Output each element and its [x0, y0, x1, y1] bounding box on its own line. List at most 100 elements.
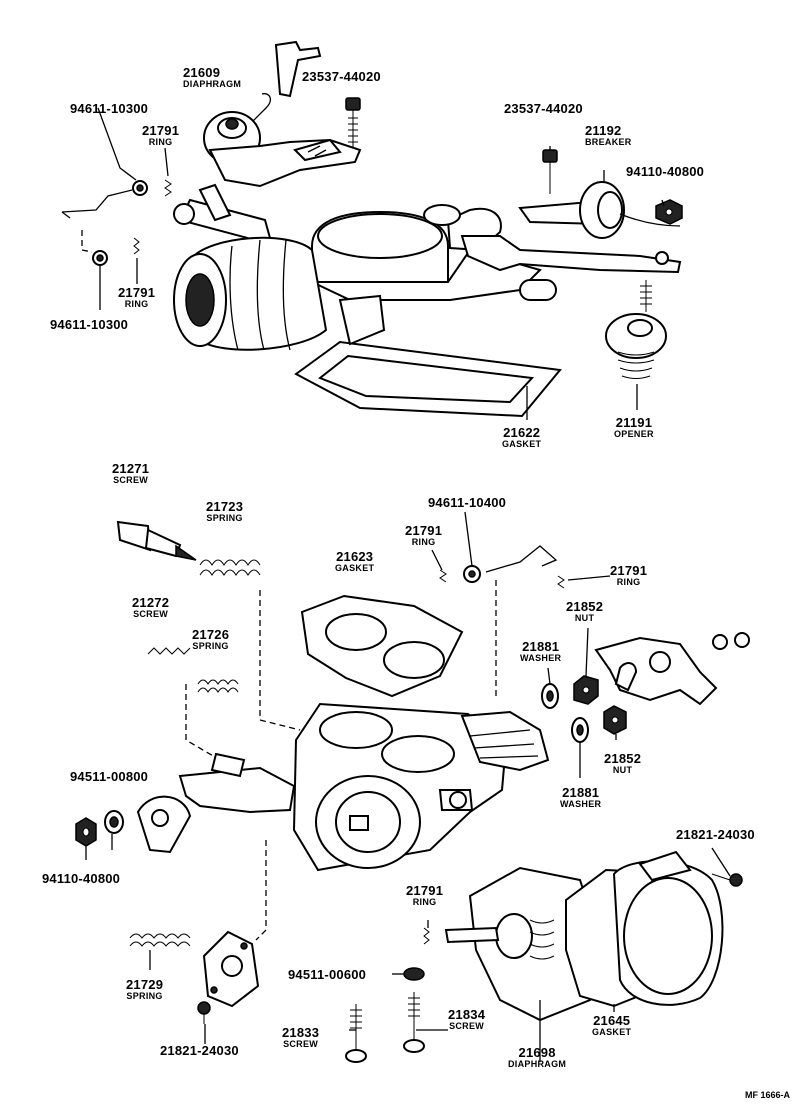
part-name: SCREW	[113, 475, 149, 485]
part-number: 21791	[142, 123, 180, 138]
label-ring-upper: 21791 RING	[142, 124, 179, 147]
label-screw-24030-right: 21821-24030	[676, 828, 755, 841]
part-name: SCREW	[283, 1039, 319, 1049]
bracket-top	[274, 40, 322, 98]
ring-center-part	[439, 569, 447, 583]
part-name: OPENER	[614, 429, 654, 439]
part-number: 21834	[448, 1007, 486, 1022]
part-number: 21645	[593, 1013, 631, 1028]
part-name: RING	[148, 137, 173, 147]
label-nut-40800-left: 94110-40800	[42, 872, 120, 885]
link-rod-left	[61, 189, 133, 219]
breaker-assembly	[460, 181, 682, 274]
part-name: SCREW	[449, 1021, 485, 1031]
label-gasket-21645: 21645 GASKET	[592, 1014, 631, 1037]
label-screw-24030-bottom: 21821-24030	[160, 1044, 239, 1057]
part-number: 21272	[132, 595, 170, 610]
throttle-body	[292, 702, 550, 872]
gasket-21623-part	[300, 594, 464, 698]
washer-upper-left	[132, 180, 148, 196]
label-washer-left-mid: 94611-10300	[50, 318, 128, 331]
part-name: RING	[616, 577, 641, 587]
screw-21834-part	[403, 992, 425, 1053]
part-name: WASHER	[520, 653, 562, 663]
label-washer-21881-top: 21881 WASHER	[520, 640, 561, 663]
spring-21723-part	[199, 559, 261, 576]
part-number: 21791	[118, 285, 156, 300]
screw-21833-part	[345, 1004, 367, 1063]
label-nut-21852-bottom: 21852 NUT	[604, 752, 641, 775]
cover-plate-lower-left	[202, 930, 260, 1008]
part-number: 21191	[615, 415, 653, 430]
nut-21852-top-part	[573, 675, 599, 705]
washer-00600-part	[403, 967, 425, 981]
carburetor-body-upper	[311, 204, 557, 301]
part-number: 21791	[405, 523, 443, 538]
part-number: 94110-40800	[626, 164, 705, 179]
part-name: SPRING	[126, 991, 163, 1001]
part-number: 21791	[610, 563, 648, 578]
label-diaphragm-lower: 21698 DIAPHRAGM	[508, 1046, 566, 1069]
screw-21271-part	[116, 520, 197, 561]
leader-dash-screw	[185, 684, 221, 761]
part-number: 21833	[282, 1025, 320, 1040]
part-name: NUT	[574, 613, 595, 623]
label-ring-right: 21791 RING	[610, 564, 647, 587]
part-number: 21698	[518, 1045, 556, 1060]
label-bolt-upper-right: 23537-44020	[504, 102, 583, 115]
part-number: 94511-00600	[288, 967, 367, 982]
leader-dash-lower	[255, 840, 267, 941]
gasket-upper-part	[294, 294, 562, 418]
ring-lower-part	[423, 927, 430, 945]
screw-21272-part	[147, 647, 191, 655]
part-number: 21729	[126, 977, 164, 992]
part-number: 94611-10300	[50, 317, 129, 332]
washer-00800-part	[104, 810, 124, 834]
part-number: 21852	[604, 751, 642, 766]
label-ring-left-mid: 21791 RING	[118, 286, 155, 309]
part-number: 21623	[336, 549, 374, 564]
label-gasket-upper: 21622 GASKET	[502, 426, 541, 449]
nut-upper-right	[655, 199, 683, 225]
part-name: GASKET	[502, 439, 542, 449]
label-gasket-21623: 21623 GASKET	[335, 550, 374, 573]
throttle-lever-right	[594, 632, 750, 706]
screw-24030-bottom-part	[197, 1001, 211, 1024]
washer-left-mid-part	[92, 250, 108, 266]
washer-10400-part	[463, 565, 481, 583]
label-screw-21272: 21272 SCREW	[132, 596, 169, 619]
part-number: 21192	[585, 123, 622, 138]
label-washer-21881-bottom: 21881 WASHER	[560, 786, 601, 809]
nut-21852-bottom-part	[603, 705, 627, 735]
opener	[605, 280, 667, 379]
spring-21726-part	[197, 679, 239, 693]
label-ring-lower: 21791 RING	[406, 884, 443, 907]
part-number: 21881	[522, 639, 560, 654]
part-number: 94611-10400	[428, 495, 507, 510]
leader-dash-upper-left	[81, 230, 93, 253]
link-lever-upper-left	[173, 183, 272, 242]
part-number: 23537-44020	[504, 101, 583, 116]
part-number: 94511-00800	[70, 769, 149, 784]
part-number: 21723	[206, 499, 244, 514]
part-number: 21881	[562, 785, 600, 800]
label-breaker: 21192 BREAKER	[585, 124, 632, 147]
label-spring-21729: 21729 SPRING	[126, 978, 163, 1001]
washer-21881-top-part	[541, 683, 559, 709]
label-screw-21834: 21834 SCREW	[448, 1008, 485, 1031]
part-name: RING	[412, 897, 437, 907]
nut-40800-left-part	[75, 817, 97, 847]
label-screw-21271: 21271 SCREW	[112, 462, 149, 485]
diaphragm-cover	[612, 850, 724, 1006]
ring-left-mid-part	[133, 237, 140, 255]
part-name: DIAPHRAGM	[508, 1059, 567, 1069]
label-washer-00800: 94511-00800	[70, 770, 148, 783]
part-number: 23537-44020	[302, 69, 381, 84]
link-rod-center	[485, 545, 558, 573]
screw-24030-right-part	[711, 873, 743, 887]
leader-dash-spring	[259, 590, 301, 731]
part-number: 21609	[183, 65, 221, 80]
throttle-lever-left	[136, 752, 296, 854]
air-horn-boot	[173, 236, 328, 351]
